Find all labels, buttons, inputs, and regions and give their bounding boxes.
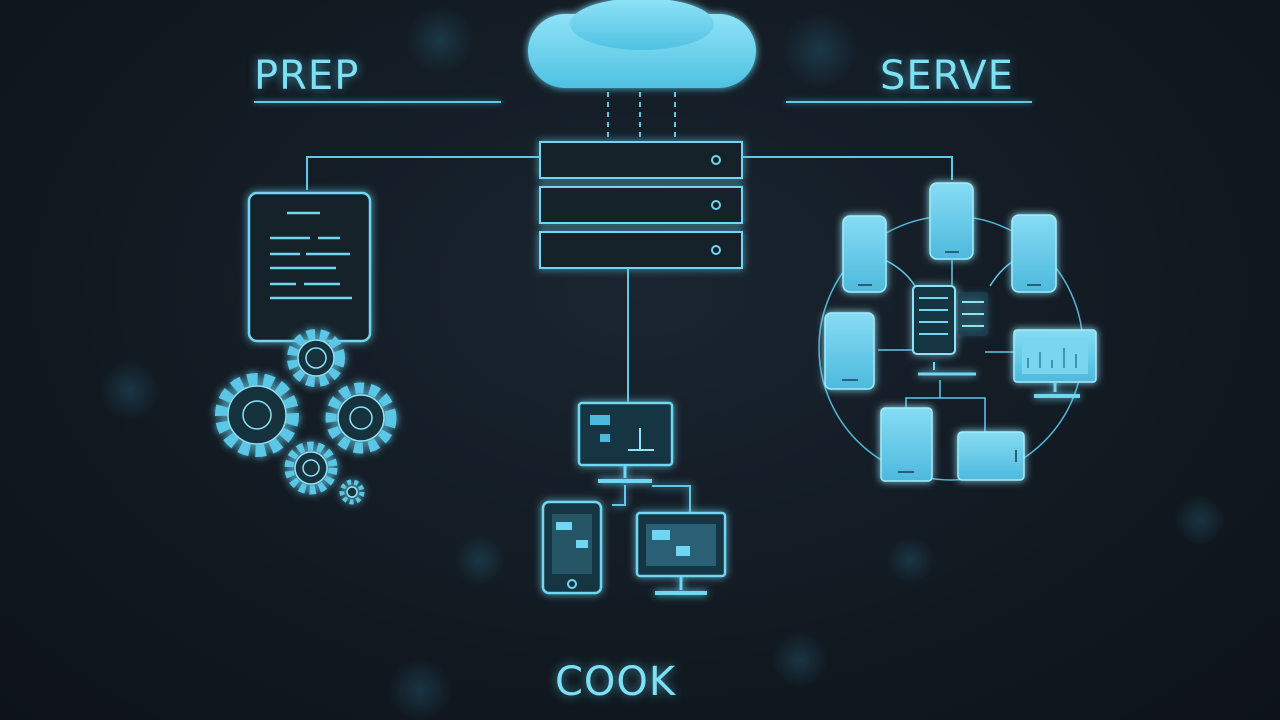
gear-icon: [284, 441, 338, 495]
tablet-icon: [880, 407, 933, 482]
gear-icon: [215, 373, 299, 457]
tablet-icon: [912, 285, 976, 376]
connector-lines: [306, 156, 953, 402]
data-panel-icon: [958, 292, 988, 336]
monitor-icon: [635, 511, 727, 595]
cook-devices: [541, 401, 727, 595]
prep-label: PREP: [254, 53, 360, 99]
tablet-icon: [541, 500, 603, 595]
tablet-icon: [957, 431, 1025, 481]
background-bokeh: [100, 6, 1226, 720]
gear-icon: [339, 479, 365, 505]
prep-underline: [254, 101, 501, 103]
smartphone-icon: [1011, 214, 1057, 293]
cook-label: COOK: [555, 659, 677, 705]
serve-label: SERVE: [880, 53, 1014, 99]
monitor-icon: [577, 401, 674, 483]
serve-network: [818, 182, 1097, 482]
serve-underline: [786, 101, 1032, 103]
tablet-icon: [824, 312, 875, 390]
cloud-icon: [528, 0, 756, 88]
smartphone-icon: [842, 215, 887, 293]
gear-cluster: [215, 329, 397, 505]
server-rack-icon: [539, 141, 743, 269]
cloud-server-links: [607, 92, 676, 140]
smartphone-icon: [929, 182, 974, 260]
gear-icon: [325, 382, 397, 454]
document-icon: [247, 191, 372, 343]
gear-icon: [287, 329, 345, 387]
monitor-icon: [1013, 329, 1097, 398]
